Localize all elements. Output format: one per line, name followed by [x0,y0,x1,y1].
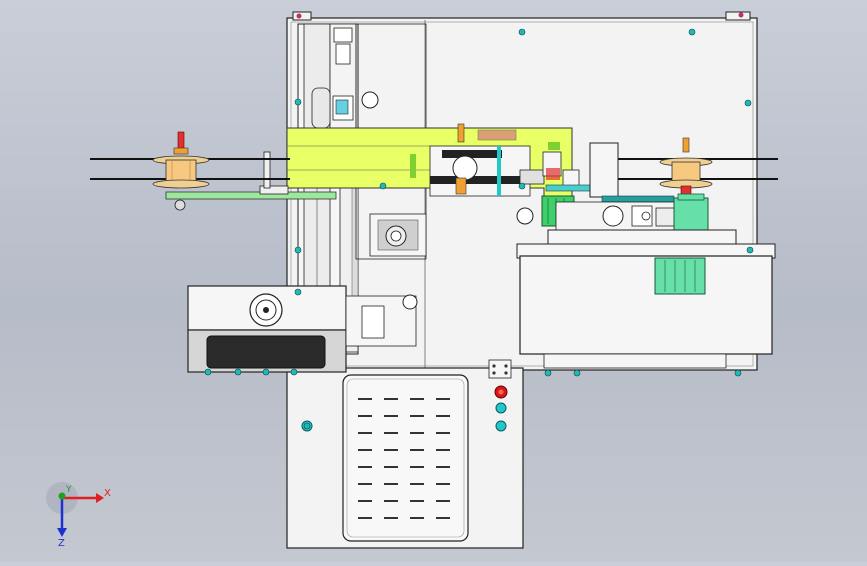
vent-slot [384,517,398,519]
right-enclosure [516,229,776,369]
start-button-icon[interactable] [495,420,507,432]
vent-slot [358,432,372,434]
vent-slot [384,466,398,468]
vent-slot [358,466,372,468]
screw-hole [544,369,552,377]
screw-hole [518,182,526,190]
vent-slot [410,449,424,451]
vent-slot [436,449,450,451]
vent-slot-grid [358,398,450,519]
screw-hole [573,369,581,377]
vent-slot [436,517,450,519]
vent-slot [384,483,398,485]
vent-slot [358,500,372,502]
vent-slot [384,415,398,417]
triad-x-label: X [104,488,111,499]
screw-hole [518,28,526,36]
coordinate-triad-icon: X Y Z [46,482,111,549]
emergency-stop-icon[interactable] [494,385,508,399]
vent-slot [436,466,450,468]
screw-hole [234,368,242,376]
screw-hole [303,422,311,430]
vent-slot [436,415,450,417]
right-bracket [555,142,709,233]
vent-slot [358,415,372,417]
spool-icon [152,131,210,189]
screw-hole [746,246,754,254]
vent-slot [358,449,372,451]
screw-hole [204,368,212,376]
reset-button-icon[interactable] [495,402,507,414]
vent-slot [436,483,450,485]
screw-hole [688,28,696,36]
screw-hole [744,99,752,107]
sensor-window [369,213,427,257]
vent-slot [384,500,398,502]
vent-slot [410,398,424,400]
vent-slot [358,483,372,485]
control-panel [301,359,512,432]
screw-hole [294,288,302,296]
conveyor-belt [165,151,337,211]
screw-hole-icon [204,28,754,430]
vent-slot [358,398,372,400]
vent-slot [410,517,424,519]
triad-y-label: Y [65,485,72,495]
screw-hole [262,368,270,376]
screw-hole [734,369,742,377]
vent-slot [436,398,450,400]
screw-hole [290,368,298,376]
screw-hole [294,98,302,106]
spool-icon [659,137,713,197]
vent-slot [410,415,424,417]
vent-slot [410,500,424,502]
vent-slot [358,517,372,519]
lower-cabinet [286,367,524,549]
screw-hole [379,182,387,190]
vent-slot [436,500,450,502]
vent-slot [410,483,424,485]
vent-slot [384,432,398,434]
vent-slot [384,398,398,400]
lower-left-unit [187,285,418,373]
vent-slot [384,449,398,451]
vent-slot [436,432,450,434]
motor-icon [673,193,709,233]
vent-slot [410,432,424,434]
triad-z-label: Z [58,538,65,549]
screw-hole [294,246,302,254]
motor-icon [654,257,706,295]
vent-slot [410,466,424,468]
